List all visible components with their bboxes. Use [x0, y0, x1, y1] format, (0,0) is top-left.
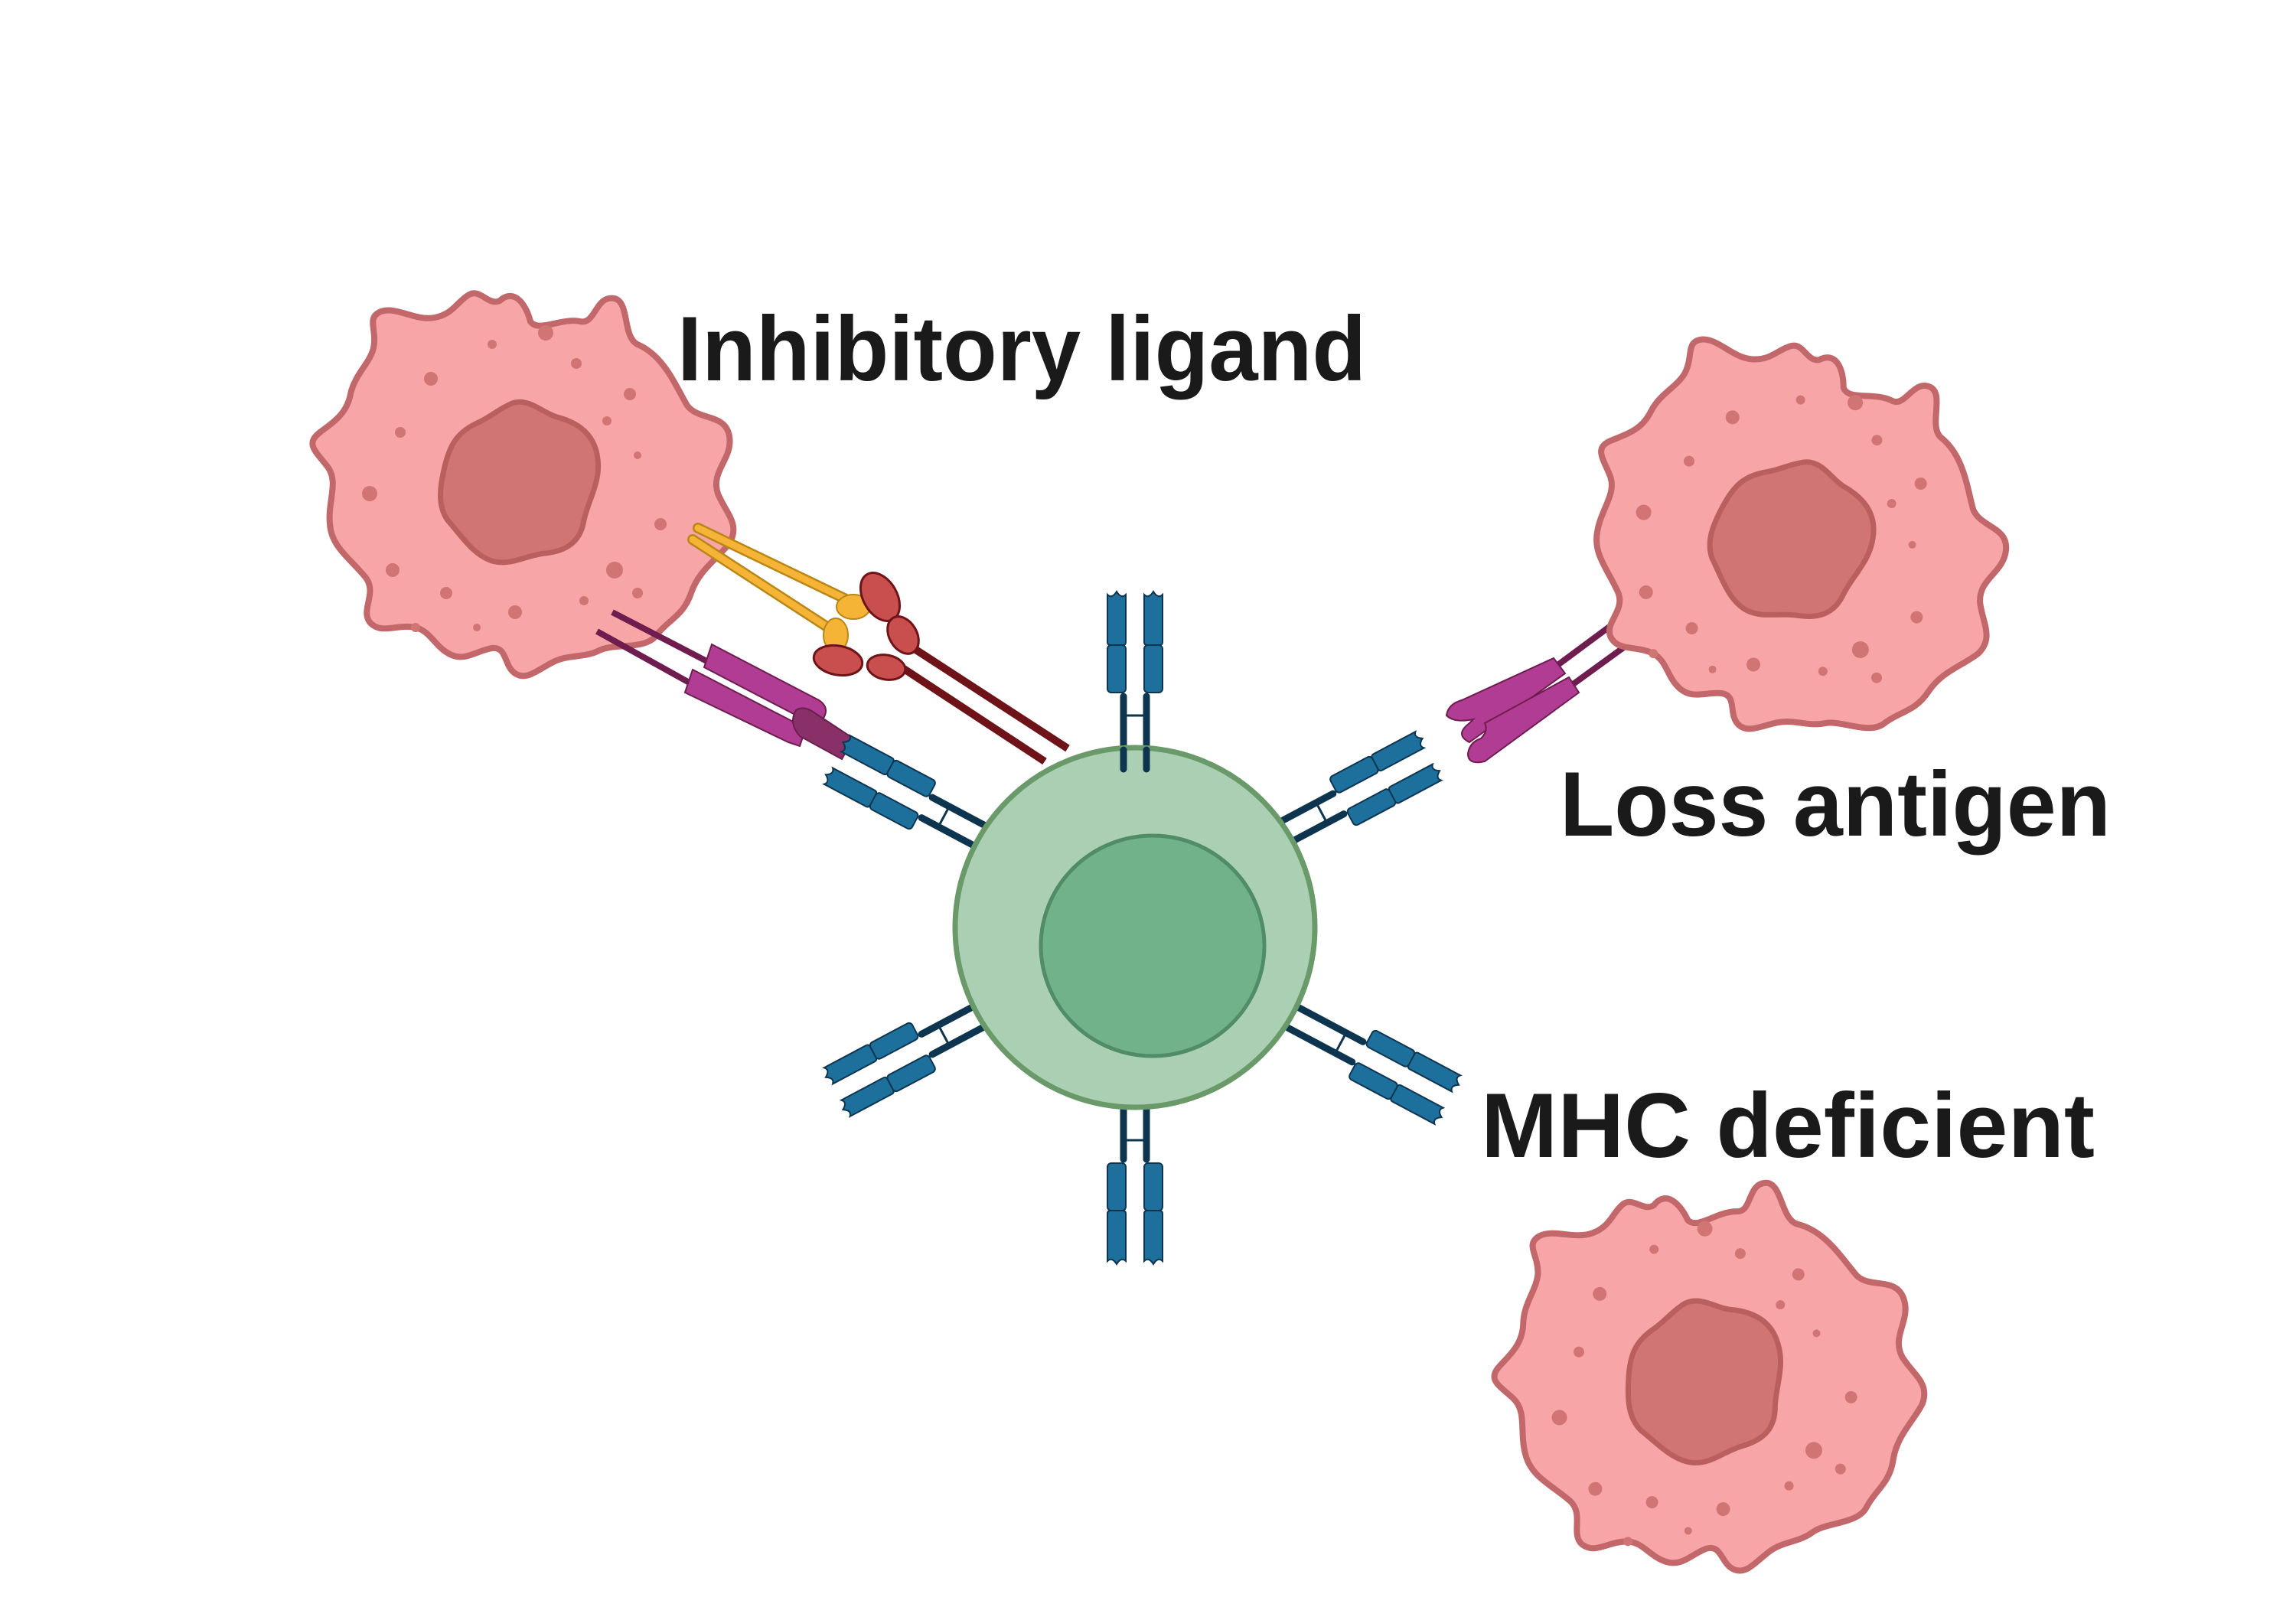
- tumor-cell-inhibitory: [312, 293, 733, 676]
- tumor-cell-mhc-deficient: [1469, 1157, 1950, 1607]
- immune-cell-nucleus: [1039, 833, 1267, 1058]
- inhibitory-receptor-icon: [812, 572, 1070, 765]
- inhibitory-ligand-icon: [687, 523, 871, 653]
- tumor-antigen-icon: [595, 609, 827, 748]
- label-mhc-deficient: MHC deficient: [1481, 1074, 2095, 1177]
- label-loss-antigen: Loss antigen: [1560, 753, 2111, 856]
- immune-cell: [821, 592, 1463, 1264]
- receptor-bottom: [1107, 1087, 1163, 1264]
- tumor-cell-loss-antigen: [1541, 304, 2047, 782]
- receptor-top: [1107, 592, 1163, 769]
- receptor-lower-right: [1280, 993, 1463, 1125]
- label-inhibitory-ligand: Inhibitory ligand: [677, 298, 1366, 400]
